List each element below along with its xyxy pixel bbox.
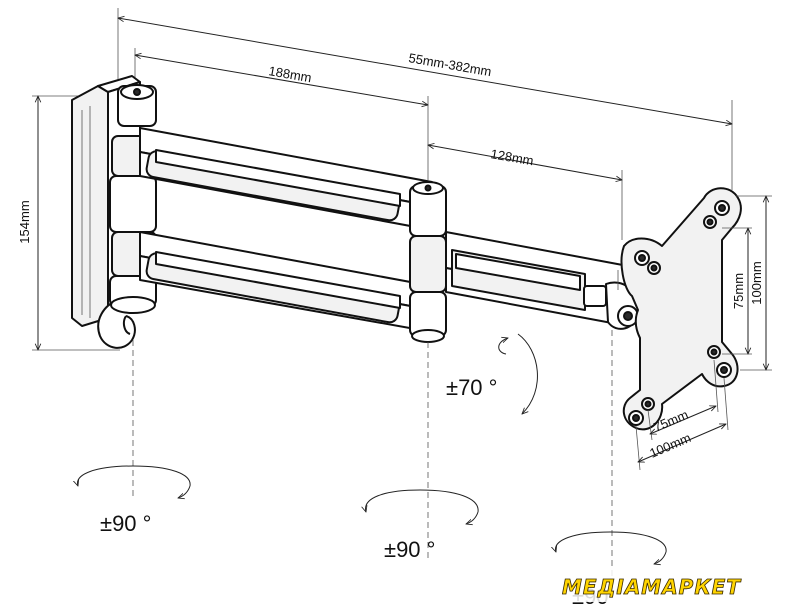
dimension-vesa-v-large-label: 100mm [749, 261, 764, 304]
dimension-arm1: 188mm [135, 48, 428, 180]
rotation-axes [132, 330, 613, 590]
dimension-height-label: 154mm [17, 200, 32, 243]
arm1-lower [139, 231, 433, 333]
dimension-arm2: 128mm [428, 145, 622, 240]
dimension-vesa-h-large-label: 100mm [647, 430, 693, 461]
dimension-height: 154mm [17, 96, 120, 350]
rotation-tilt-label: ±70 ° [446, 375, 497, 400]
rotation-wall-swivel: ±90 ° [78, 465, 191, 536]
middle-hinge [409, 181, 447, 343]
arm1-upper [139, 127, 433, 231]
rotation-middle-swivel: ±90 ° [366, 489, 479, 562]
rotation-wall-swivel-label: ±90 ° [100, 511, 151, 536]
watermark-text: МЕДІАМАРКЕТ [562, 575, 741, 599]
rotation-middle-swivel-label: ±90 ° [384, 537, 435, 562]
vesa-plate [620, 187, 742, 431]
dimension-vesa-vertical: 75mm 100mm [722, 196, 772, 370]
dimension-vesa-v-small-label: 75mm [731, 273, 746, 309]
arm2 [445, 231, 629, 327]
dimension-arm1-label: 188mm [267, 63, 312, 85]
watermark-logo: МЕДІАМАРКЕТ [556, 568, 786, 602]
rotation-tilt: ±70 ° [446, 333, 538, 414]
dimension-arm2-label: 128mm [489, 146, 534, 168]
